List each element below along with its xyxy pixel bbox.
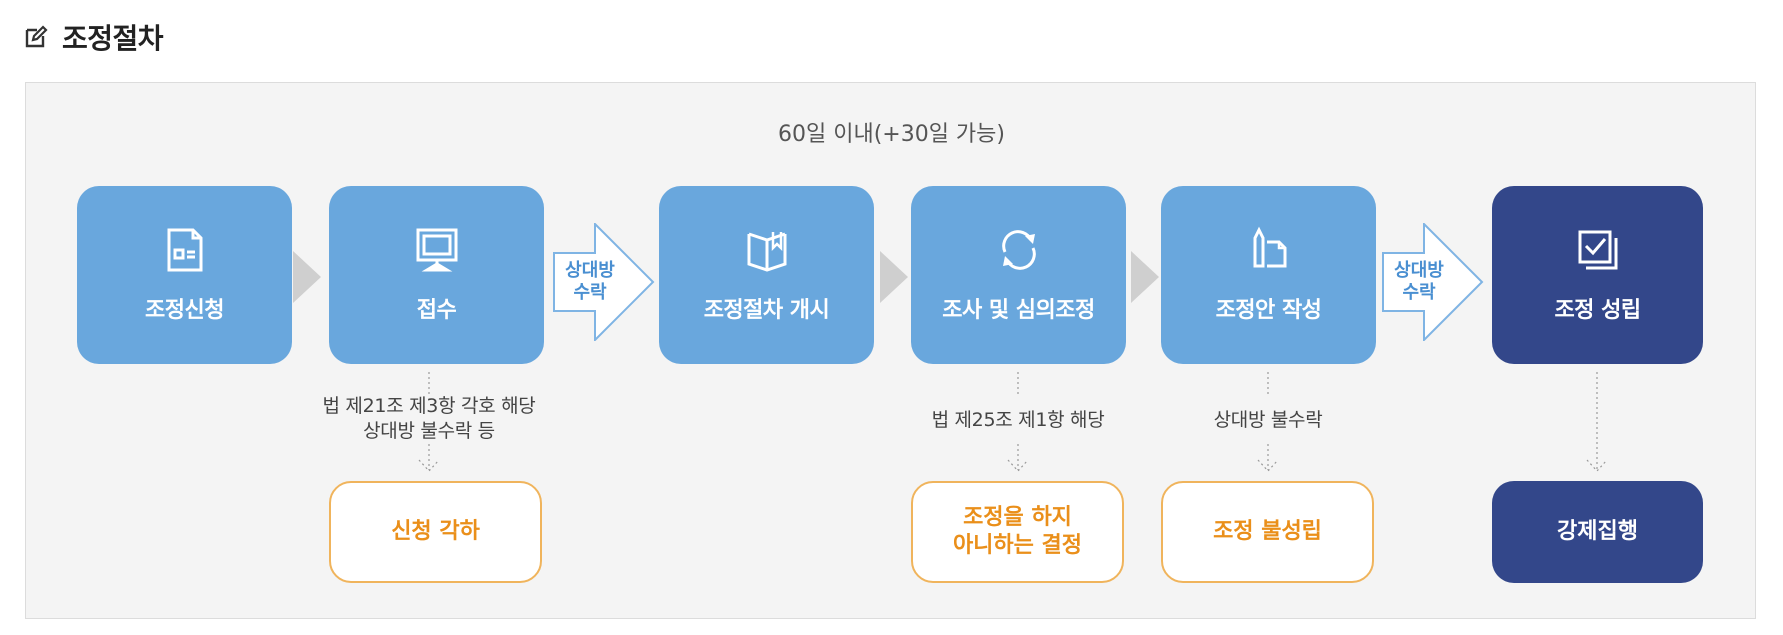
step-label: 접수	[416, 298, 457, 323]
outcome-label: 조정 불성립	[1213, 519, 1322, 544]
pencil-document-icon	[1253, 226, 1286, 268]
down-arrow-icon	[1586, 372, 1608, 472]
procedure-panel	[25, 82, 1756, 619]
dotted-connector	[428, 372, 430, 394]
note-reception: 법 제21조 제3항 각호 해당 상대방 불수락 등	[299, 394, 559, 444]
accept-arrow-1: 상대방 수락	[553, 221, 655, 343]
edit-icon	[25, 25, 48, 48]
step-reception: 접수	[329, 186, 544, 364]
step-label: 조정절차 개시	[703, 298, 830, 323]
outcome-label: 강제집행	[1557, 519, 1638, 544]
outcome-rejected: 신청 각하	[329, 481, 542, 583]
note-line: 상대방 불수락 등	[363, 420, 495, 442]
arrow-label-line2: 수락	[573, 282, 607, 303]
note-investigation: 법 제25조 제1항 해당	[931, 409, 1105, 431]
outcome-enforcement: 강제집행	[1492, 481, 1703, 583]
arrow-label-line2: 수락	[1402, 282, 1436, 303]
down-arrow-icon	[1007, 444, 1029, 472]
outcome-label-line1: 조정을 하지	[963, 505, 1072, 530]
page-title-text: 조정절차	[62, 22, 164, 55]
step-settlement: 조정 성립	[1492, 186, 1703, 364]
outcome-label-line2: 아니하는 결정	[952, 533, 1083, 558]
arrow-label-line1: 상대방	[1394, 260, 1444, 281]
page-title: 조정절차	[24, 18, 164, 56]
book-icon	[747, 232, 786, 272]
flow-arrow	[293, 251, 321, 303]
flow-arrow	[880, 251, 908, 303]
step-label: 조사 및 심의조정	[942, 298, 1095, 323]
note-draft: 상대방 불수락	[1213, 409, 1323, 431]
monitor-icon	[416, 228, 457, 272]
arrow-label-line1: 상대방	[565, 260, 615, 281]
dotted-connector	[1267, 372, 1269, 394]
step-commencement: 조정절차 개시	[659, 186, 874, 364]
step-draft: 조정안 작성	[1161, 186, 1376, 364]
note-line: 법 제21조 제3항 각호 해당	[322, 395, 536, 417]
accept-arrow-2: 상대방 수락	[1382, 221, 1484, 343]
duration-label: 60일 이내(+30일 가능)	[777, 122, 1005, 147]
step-label: 조정 성립	[1554, 298, 1641, 323]
step-investigation: 조사 및 심의조정	[911, 186, 1126, 364]
refresh-icon	[1001, 230, 1036, 270]
dotted-connector	[1017, 372, 1019, 394]
flow-arrow	[1131, 251, 1159, 303]
step-application: 조정신청	[77, 186, 292, 364]
checkbox-icon	[1578, 230, 1617, 270]
outcome-label: 신청 각하	[391, 519, 480, 544]
down-arrow-icon	[418, 444, 440, 472]
outcome-no-mediation: 조정을 하지 아니하는 결정	[911, 481, 1124, 583]
outcome-failed: 조정 불성립	[1161, 481, 1374, 583]
document-icon	[167, 228, 202, 272]
step-label: 조정안 작성	[1215, 298, 1322, 323]
step-label: 조정신청	[145, 298, 224, 323]
down-arrow-icon	[1257, 444, 1279, 472]
